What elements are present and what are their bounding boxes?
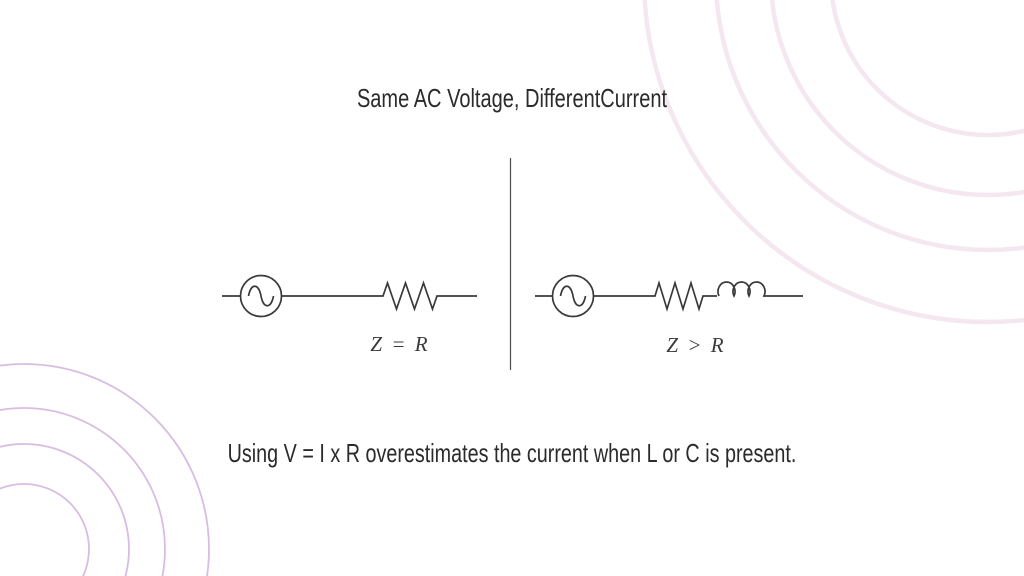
arc-circle bbox=[830, 0, 1024, 138]
resistor-icon bbox=[594, 280, 717, 312]
arc-circle bbox=[642, 0, 1024, 325]
slide-title: Same AC Voltage, DifferentCurrent bbox=[356, 83, 668, 113]
arc-circle bbox=[769, 0, 1024, 198]
arc-circle bbox=[714, 0, 1024, 253]
sine-wave-icon bbox=[559, 285, 587, 307]
inductor-icon bbox=[717, 281, 803, 298]
decor-arcs-top-right bbox=[642, 0, 1024, 325]
ac-source-icon bbox=[551, 274, 595, 318]
decor-arcs-bottom-left bbox=[0, 363, 210, 576]
arc-circle bbox=[0, 483, 90, 576]
arc-circle bbox=[0, 363, 210, 576]
circuit-right bbox=[535, 274, 803, 318]
slide-caption: Using V = I x R overestimates the curren… bbox=[227, 438, 797, 468]
circuit-left bbox=[222, 274, 477, 318]
arc-circle bbox=[0, 407, 166, 576]
resistor-icon bbox=[281, 280, 477, 312]
sine-wave-icon bbox=[247, 285, 275, 307]
impedance-label-left: Z = R bbox=[370, 332, 430, 356]
arc-circle bbox=[0, 443, 130, 576]
impedance-label-right: Z > R bbox=[666, 333, 726, 357]
